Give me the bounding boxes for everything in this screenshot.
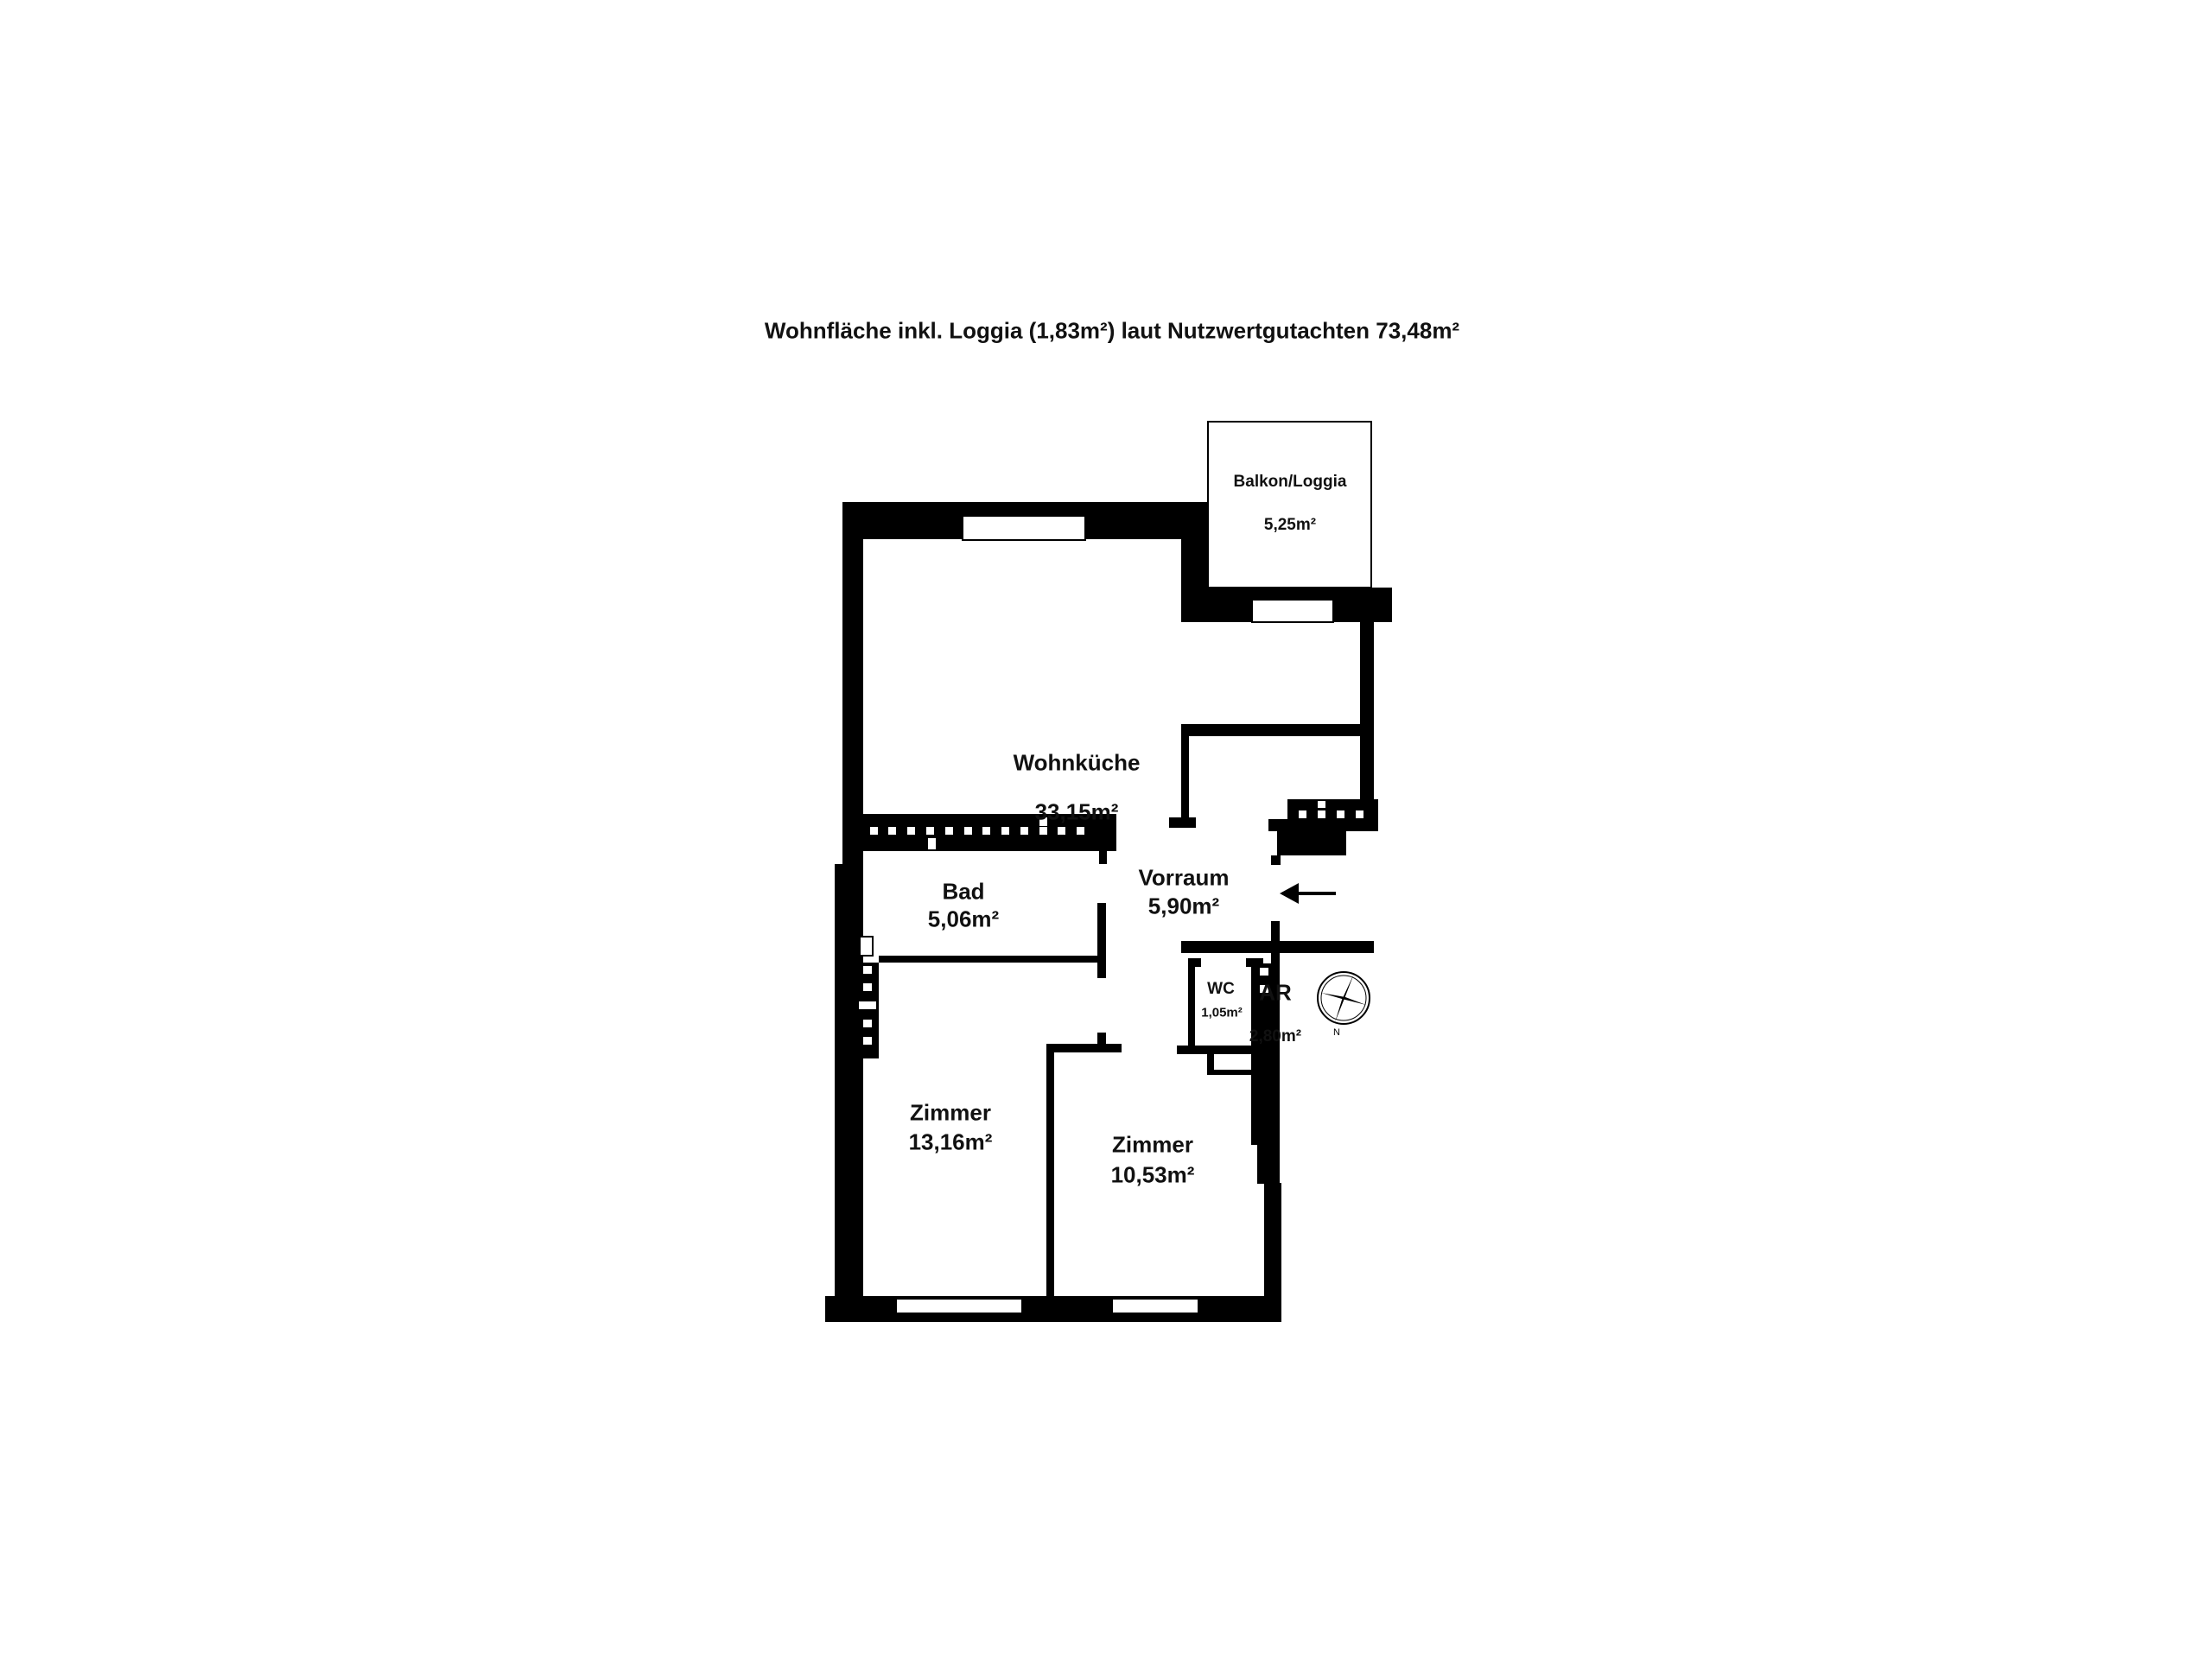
room-name-zimmer-2: Zimmer (1112, 1131, 1193, 1158)
room-area-vorraum: 5,90m² (1147, 893, 1220, 919)
compass-north-label: N (1333, 1027, 1340, 1038)
room-area-wc: 1,05m² (1201, 1005, 1243, 1020)
room-name-ar: AR (1259, 979, 1292, 1006)
walls (825, 502, 1392, 1322)
balcony-outline (1207, 421, 1372, 588)
compass-icon: N (1317, 971, 1370, 1038)
room-name-balkon: Balkon/Loggia (1233, 473, 1347, 491)
room-name-zimmer-1: Zimmer (910, 1099, 991, 1126)
room-name-bad: Bad (942, 878, 985, 905)
entrance-arrow-icon (1280, 883, 1336, 904)
windows (859, 515, 1334, 1314)
room-area-wohnkueche: 33,15m² (1034, 798, 1119, 825)
room-name-vorraum: Vorraum (1138, 864, 1230, 891)
room-area-zimmer-1: 13,16m² (908, 1128, 993, 1155)
plan-title: Wohnfläche inkl. Loggia (1,83m²) laut Nu… (764, 317, 1460, 344)
room-name-wc: WC (1207, 980, 1235, 998)
room-name-wohnkueche: Wohnküche (1013, 749, 1141, 776)
room-area-bad: 5,06m² (927, 906, 1000, 932)
room-area-balkon: 5,25m² (1263, 516, 1317, 534)
wall-shafts (859, 801, 1363, 1045)
room-area-zimmer-2: 10,53m² (1110, 1161, 1195, 1188)
room-area-ar: 2,80m² (1249, 1027, 1302, 1046)
